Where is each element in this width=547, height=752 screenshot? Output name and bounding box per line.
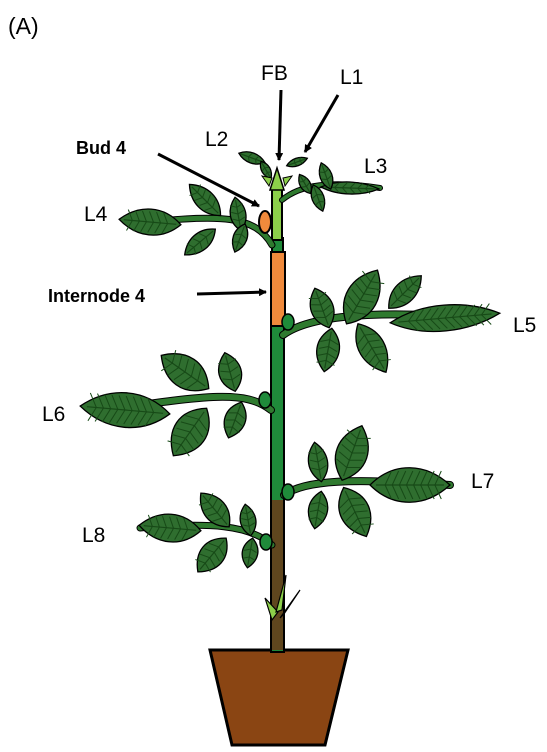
l6-leaflet	[219, 399, 251, 442]
axillary-bud	[282, 484, 294, 500]
axillary-bud	[282, 314, 294, 330]
l8-leaflet	[240, 537, 261, 569]
l6-leaflet	[152, 343, 217, 402]
l5-leaflet	[347, 317, 397, 378]
l7-leaflet	[330, 481, 379, 542]
label-l4: L4	[84, 203, 108, 226]
leaves-group	[79, 148, 501, 579]
label-l5: L5	[513, 314, 536, 337]
panel-label: (A)	[8, 13, 39, 39]
stem-woody-base	[272, 500, 283, 650]
internode-4	[271, 252, 285, 326]
l1-arrow	[305, 95, 338, 152]
bud-4	[259, 211, 271, 233]
l7-leaflet	[327, 420, 376, 485]
label-l3: L3	[364, 155, 387, 178]
l5-leaflet	[313, 326, 343, 373]
l8-leaflet	[189, 530, 236, 579]
l4-leaflet	[179, 223, 221, 262]
label-fb: FB	[261, 62, 288, 85]
fb-arrow	[279, 90, 281, 160]
l6-leaflet	[214, 350, 246, 394]
label-l6: L6	[42, 403, 65, 426]
l5-leaflet	[333, 262, 391, 331]
l5-leaflet-tip	[389, 300, 501, 335]
label-l8: L8	[82, 524, 105, 547]
l7-leaflet	[305, 490, 330, 531]
internode4-arrow	[197, 292, 266, 294]
l8-leaflet-tip	[138, 512, 202, 545]
l7-leaflet	[305, 441, 331, 484]
label-internode4: Internode 4	[48, 286, 145, 306]
axillary-bud	[259, 392, 271, 408]
label-bud4: Bud 4	[76, 138, 126, 158]
l6-leaflet	[160, 399, 220, 465]
l6-leaflet-tip	[79, 389, 172, 431]
l4-leaflet-tip	[118, 206, 182, 237]
pot	[210, 650, 348, 745]
label-l7: L7	[471, 470, 494, 493]
l1-leaflet	[285, 155, 308, 170]
label-l2: L2	[205, 128, 228, 151]
l7-leaflet-tip	[370, 468, 450, 503]
label-l1: L1	[340, 66, 363, 89]
axillary-bud	[260, 534, 272, 550]
